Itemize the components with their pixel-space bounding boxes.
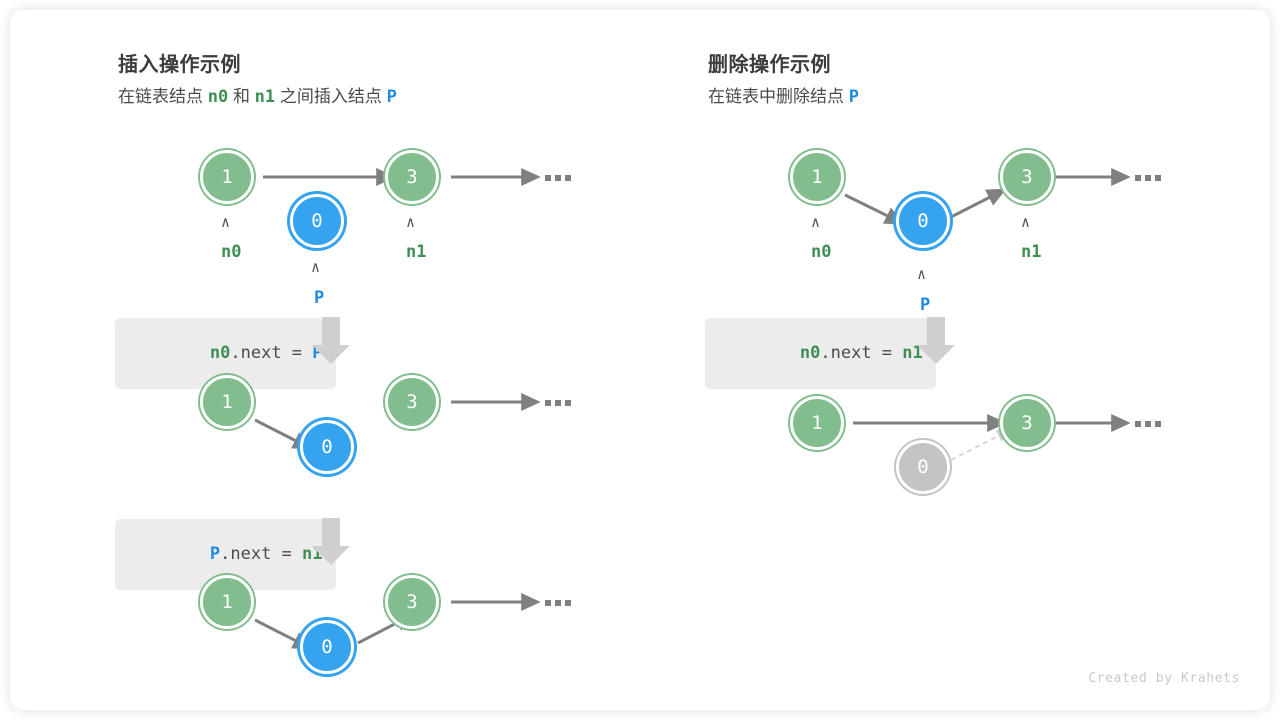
insert-step-2-node-0: 0	[300, 620, 354, 674]
del-ellipsis-icon-row1	[1135, 175, 1161, 181]
del-label-n0: n0	[811, 242, 832, 262]
code-token-1: .next =	[230, 342, 313, 363]
subtitle-code-n1: n1	[254, 87, 276, 107]
ellipsis-icon-row2	[545, 400, 571, 406]
panel-delete-title: 删除操作示例	[708, 54, 831, 76]
caret-icon-n0: ∧	[221, 213, 231, 231]
delete-step-0-node-0: 0	[896, 194, 950, 248]
down-arrow-icon-1	[312, 317, 350, 364]
code-chip-delete-1: n0.next = n1	[705, 318, 936, 390]
panel-delete-subtitle: 在链表中删除结点 P	[708, 82, 859, 107]
subtitle-text-1: 和	[228, 87, 255, 106]
label-n0: n0	[221, 242, 242, 262]
code-token-0: n0	[209, 342, 231, 363]
del-ellipsis-icon-row2	[1135, 421, 1161, 427]
insert-step-1-node-3: 3	[385, 375, 439, 429]
del-code-token-1: .next =	[820, 342, 903, 363]
delete-step-1-node-3: 3	[1000, 396, 1054, 450]
del-down-arrow-icon	[917, 317, 955, 364]
insert-step-1-node-1: 1	[200, 375, 254, 429]
del-caret-icon-p: ∧	[917, 265, 927, 283]
delete-step-1-node-0-removed: 0	[896, 440, 950, 494]
diagram-card: 插入操作示例 在链表结点 n0 和 n1 之间插入结点 P 1 0 3 ∧ n0…	[10, 10, 1270, 710]
label-p: P	[314, 288, 325, 308]
del-code-token-2: n1	[902, 342, 923, 363]
panel-insert-subtitle: 在链表结点 n0 和 n1 之间插入结点 P	[118, 82, 397, 107]
del-caret-icon-n1: ∧	[1021, 213, 1031, 231]
delete-step-0-node-3: 3	[1000, 150, 1054, 204]
code2-token-1: .next =	[220, 543, 303, 564]
code2-token-0: P	[209, 543, 221, 564]
del-caret-icon-n0: ∧	[811, 213, 821, 231]
insert-step-1-node-0: 0	[300, 420, 354, 474]
del-subtitle-code-p: P	[848, 87, 859, 107]
insert-step-2-node-1: 1	[200, 575, 254, 629]
footer-credit: Created by Krahets	[1088, 671, 1240, 686]
ellipsis-icon-row1	[545, 175, 571, 181]
panel-insert-title: 插入操作示例	[118, 54, 241, 76]
insert-step-0-node-1: 1	[200, 150, 254, 204]
del-label-p: P	[920, 295, 931, 315]
code-token-2: P	[312, 342, 323, 363]
down-arrow-icon-2	[312, 518, 350, 565]
delete-step-1-node-1: 1	[790, 396, 844, 450]
subtitle-text-0: 在链表结点	[118, 87, 208, 106]
del-subtitle-text-0: 在链表中删除结点	[708, 87, 849, 106]
caret-icon-n1: ∧	[406, 213, 416, 231]
caret-icon-p: ∧	[311, 258, 321, 276]
insert-step-2-node-3: 3	[385, 575, 439, 629]
delete-step-0-node-1: 1	[790, 150, 844, 204]
del-code-token-0: n0	[799, 342, 821, 363]
subtitle-text-2: 之间插入结点	[275, 87, 387, 106]
insert-step-0-node-0: 0	[290, 194, 344, 248]
label-n1: n1	[406, 242, 427, 262]
insert-step-0-node-3: 3	[385, 150, 439, 204]
code-chip-insert-2: P.next = n1	[115, 519, 336, 591]
del-label-n1: n1	[1021, 242, 1042, 262]
subtitle-code-p: P	[386, 87, 397, 107]
ellipsis-icon-row3	[545, 600, 571, 606]
subtitle-code-n0: n0	[207, 87, 229, 107]
